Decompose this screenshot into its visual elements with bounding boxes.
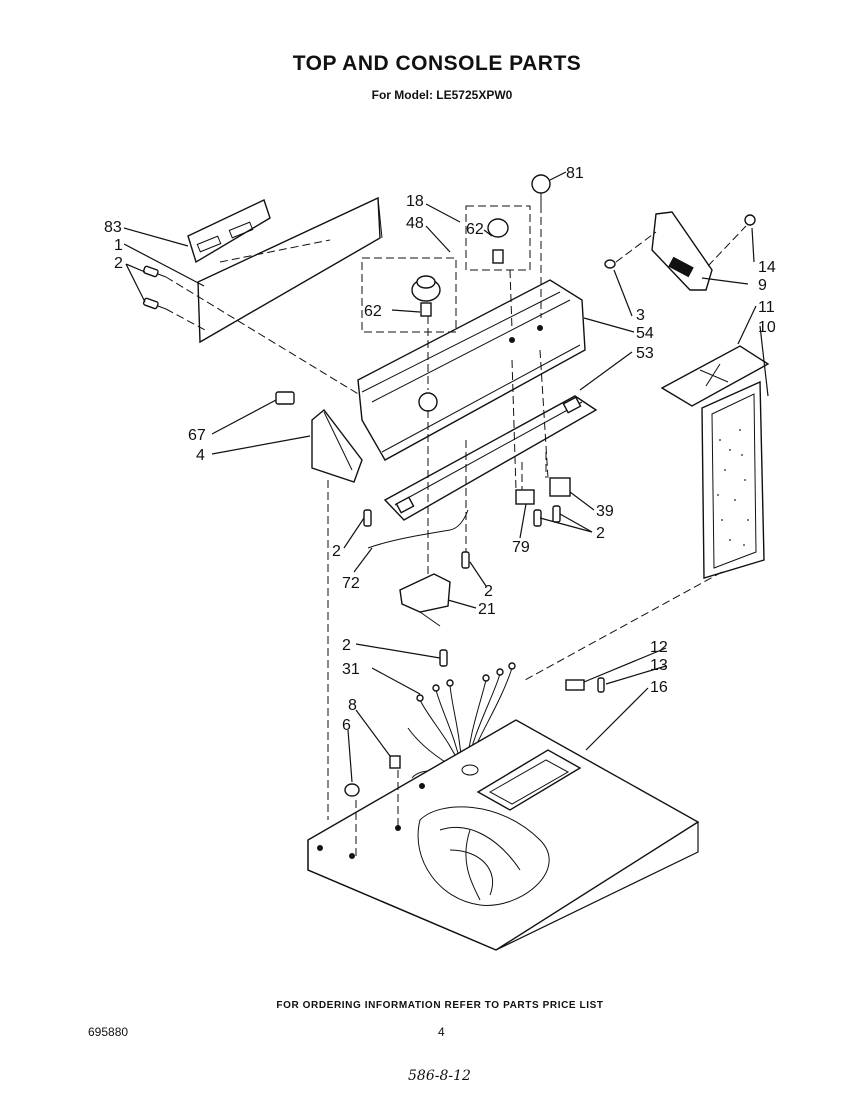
callout-48: 48 bbox=[406, 215, 424, 232]
callout-8: 8 bbox=[348, 697, 357, 714]
console-rear-channel bbox=[383, 395, 598, 521]
callout-3: 3 bbox=[636, 307, 645, 324]
callout-79: 79 bbox=[512, 539, 530, 556]
bracket-39 bbox=[545, 452, 571, 523]
screw-left-lower bbox=[142, 297, 167, 310]
right-end-cap bbox=[604, 211, 756, 291]
lint-filter bbox=[660, 345, 770, 579]
screw-13 bbox=[597, 677, 605, 693]
callout-18: 18 bbox=[406, 193, 424, 210]
callout-2-upper-left: 2 bbox=[114, 255, 123, 272]
filter-screen-texture bbox=[717, 429, 749, 546]
leader-lines bbox=[123, 171, 769, 783]
callout-31: 31 bbox=[342, 661, 360, 678]
switch-79 bbox=[515, 462, 542, 527]
clip-8 bbox=[389, 755, 401, 769]
clip-12 bbox=[565, 679, 585, 691]
callout-62-lower: 62 bbox=[364, 303, 382, 320]
end-cap bbox=[275, 391, 363, 820]
callout-2-left-mid: 2 bbox=[332, 543, 341, 560]
callout-67: 67 bbox=[188, 427, 206, 444]
callout-labels: 81 18 48 62 83 1 2 14 9 3 54 62 53 11 10… bbox=[104, 165, 776, 734]
screw-center bbox=[461, 551, 470, 569]
knob-81 bbox=[531, 174, 551, 318]
callout-53: 53 bbox=[636, 345, 654, 362]
callout-16: 16 bbox=[650, 679, 668, 696]
screw-left-upper bbox=[142, 265, 167, 278]
callout-83: 83 bbox=[104, 219, 122, 236]
screw-bottom-center bbox=[439, 649, 448, 667]
callout-2-right: 2 bbox=[596, 525, 605, 542]
screw-72-area bbox=[363, 509, 372, 527]
document-number: 695880 bbox=[88, 1025, 129, 1039]
page-number: 4 bbox=[438, 1025, 445, 1039]
callout-21: 21 bbox=[478, 601, 496, 618]
timer-switch bbox=[367, 509, 469, 627]
callout-81: 81 bbox=[566, 165, 584, 182]
handwritten-date: 586-8-12 bbox=[408, 1068, 471, 1084]
top-panel bbox=[307, 719, 700, 951]
plug-6 bbox=[344, 783, 360, 797]
model-subtitle: For Model: LE5725XPW0 bbox=[371, 88, 513, 102]
callout-6: 6 bbox=[342, 717, 351, 734]
callout-2-center: 2 bbox=[484, 583, 493, 600]
callout-39: 39 bbox=[596, 503, 614, 520]
callout-14: 14 bbox=[758, 259, 776, 276]
callout-62-upper: 62 bbox=[466, 221, 484, 238]
callout-2-lower: 2 bbox=[342, 637, 351, 654]
callout-54: 54 bbox=[636, 325, 654, 342]
callout-13: 13 bbox=[650, 657, 668, 674]
callout-9: 9 bbox=[758, 277, 767, 294]
knob-18-group bbox=[465, 205, 531, 331]
callout-4: 4 bbox=[196, 447, 205, 464]
callout-72: 72 bbox=[342, 575, 360, 592]
console-panel bbox=[357, 279, 586, 461]
page-title: TOP AND CONSOLE PARTS bbox=[292, 52, 582, 75]
rear-bracket-panel bbox=[187, 196, 383, 344]
callout-1: 1 bbox=[114, 237, 123, 254]
knob-48-group bbox=[361, 257, 457, 390]
ordering-info-note: FOR ORDERING INFORMATION REFER TO PARTS … bbox=[276, 1000, 604, 1011]
exploded-parts-diagram: 81 18 48 62 83 1 2 14 9 3 54 62 53 11 10… bbox=[104, 165, 776, 951]
callout-10: 10 bbox=[758, 319, 776, 336]
callout-11: 11 bbox=[758, 299, 775, 316]
callout-12: 12 bbox=[650, 639, 668, 656]
